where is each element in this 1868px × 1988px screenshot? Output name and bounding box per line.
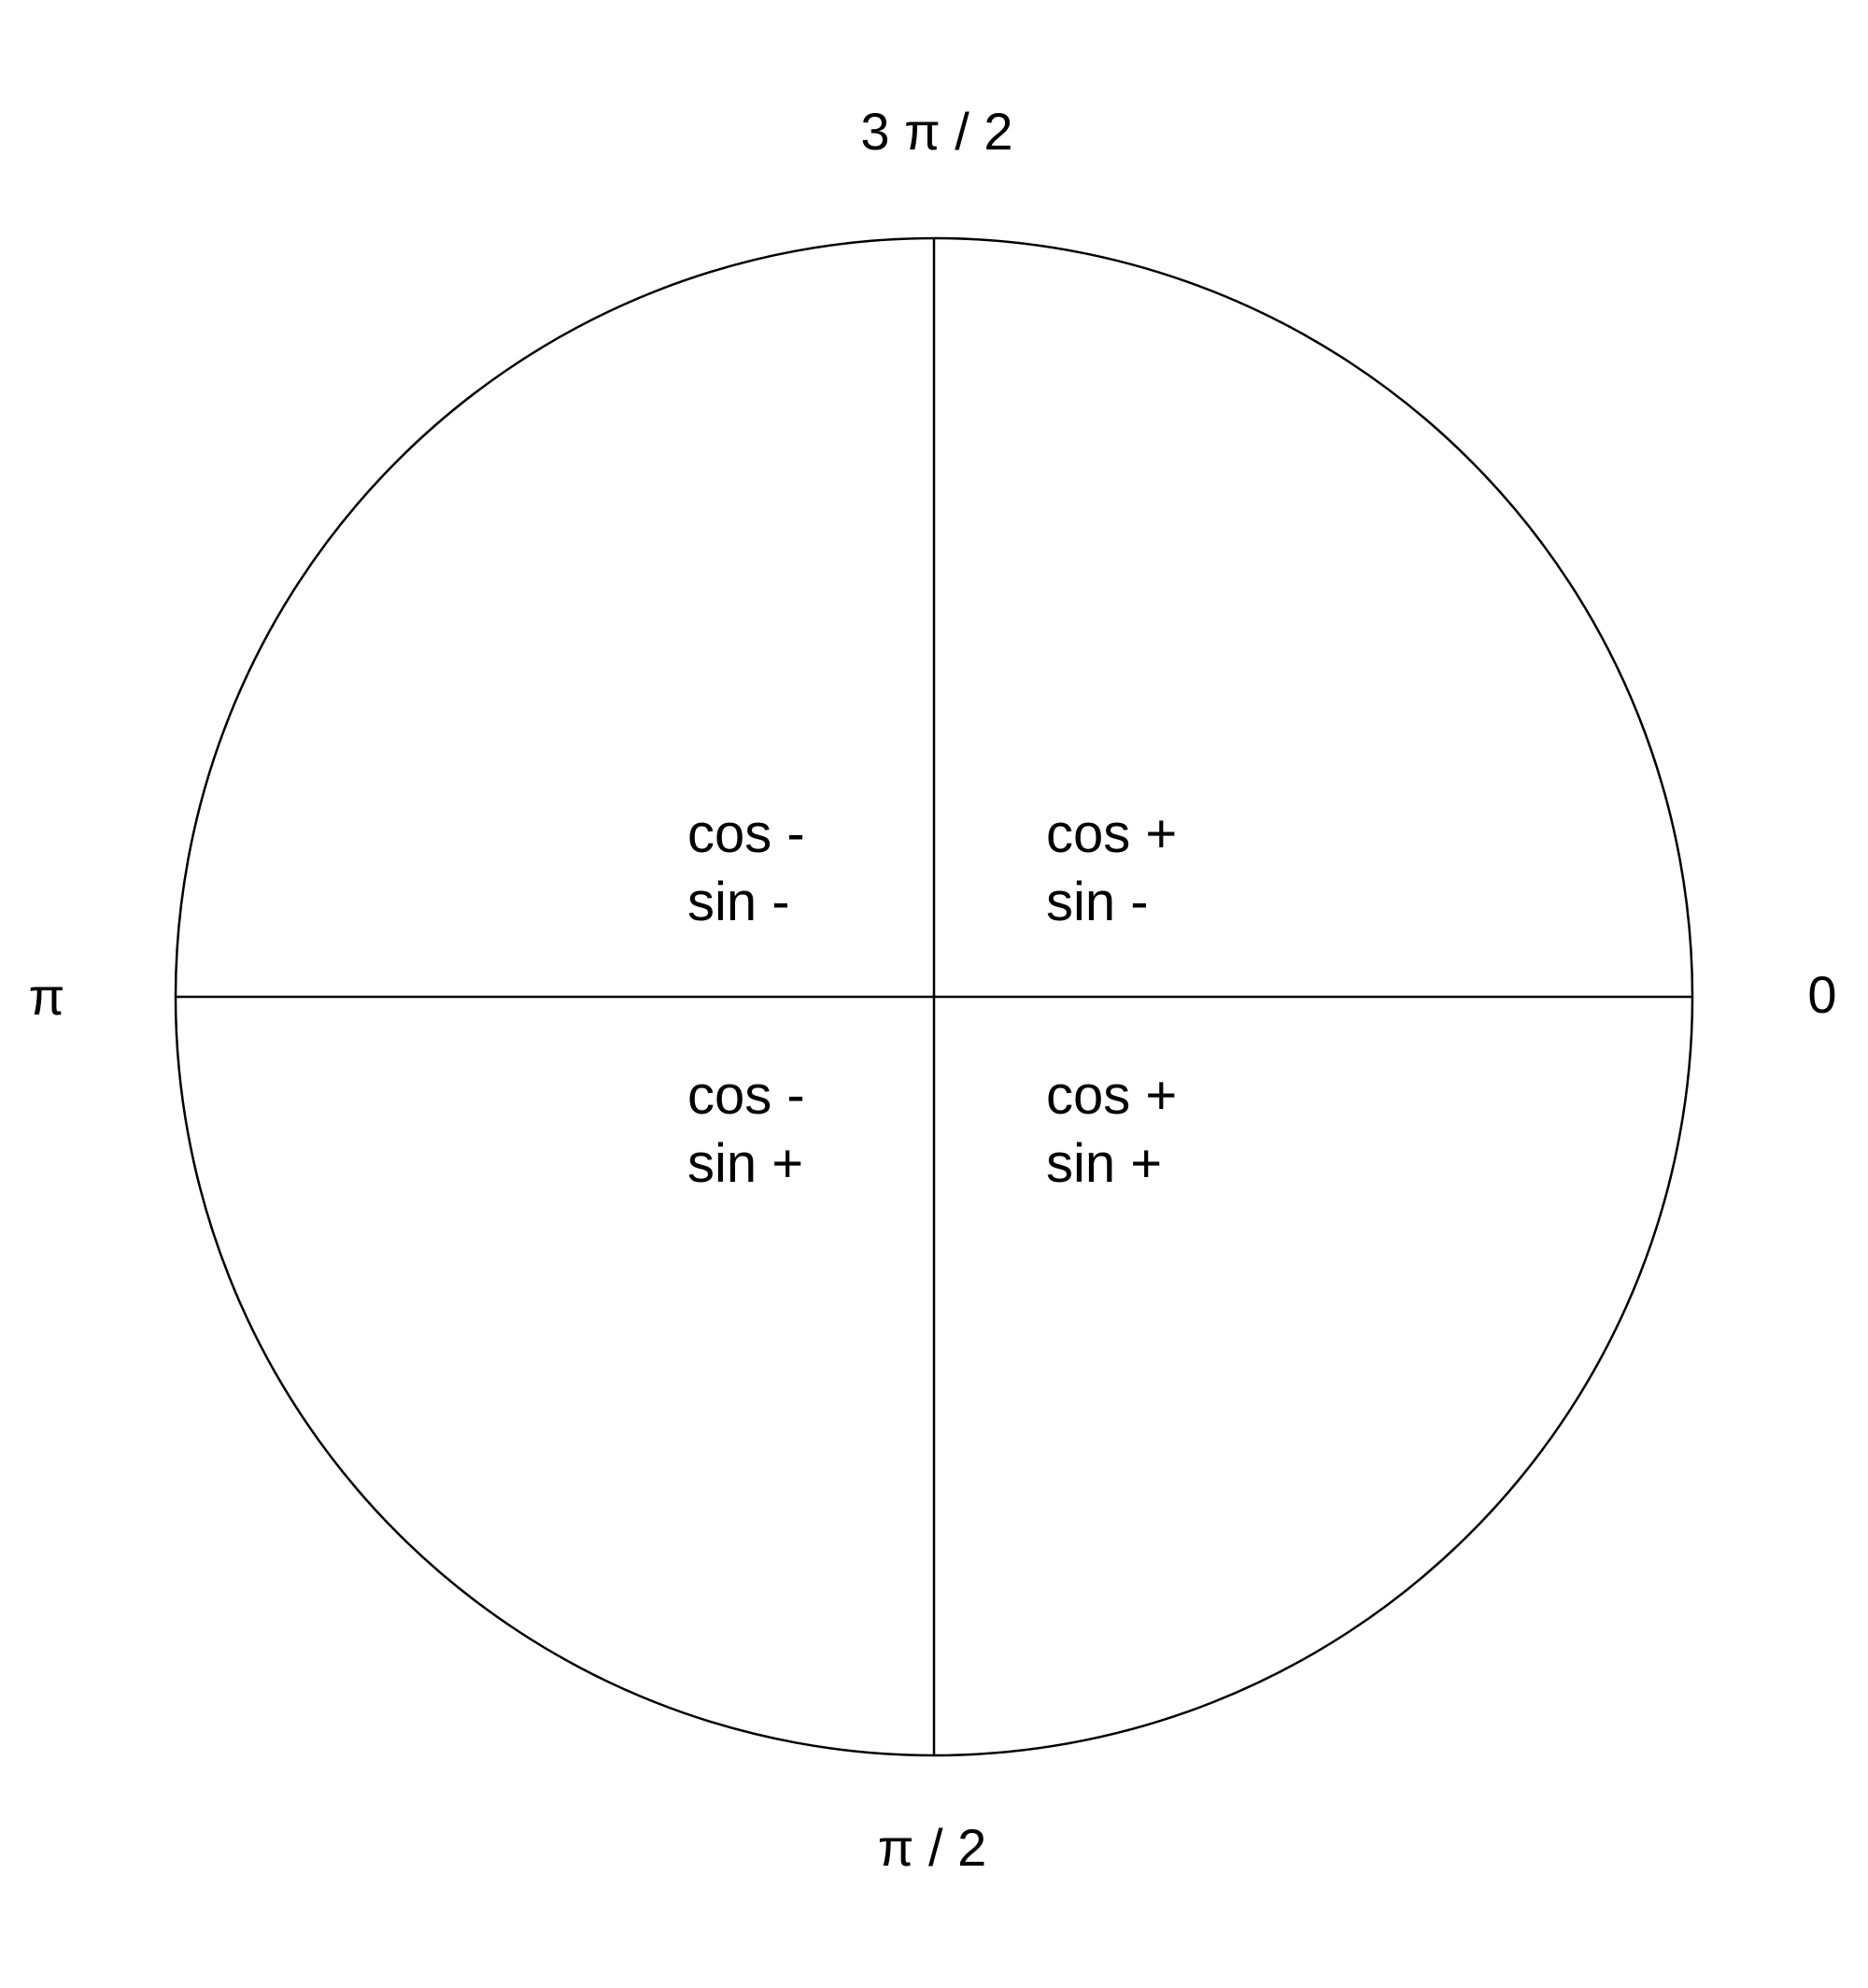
quadrant-top-left-sin: sin - xyxy=(687,872,790,932)
quadrant-bottom-right-cos: cos + xyxy=(1046,1065,1177,1126)
angle-label-left: π xyxy=(29,967,65,1026)
quadrant-top-right-cos: cos + xyxy=(1046,803,1177,864)
quadrant-bottom-right-sin: sin + xyxy=(1046,1133,1162,1194)
angle-label-top: 3 π / 2 xyxy=(860,102,1012,161)
angle-label-right: 0 xyxy=(1807,965,1836,1024)
quadrant-bottom-left-cos: cos - xyxy=(687,1065,805,1126)
angle-label-bottom: π / 2 xyxy=(878,1818,986,1877)
quadrant-top-right-sin: sin - xyxy=(1046,872,1149,932)
quadrant-top-left-cos: cos - xyxy=(687,803,805,864)
quadrant-bottom-left-sin: sin + xyxy=(687,1133,803,1194)
